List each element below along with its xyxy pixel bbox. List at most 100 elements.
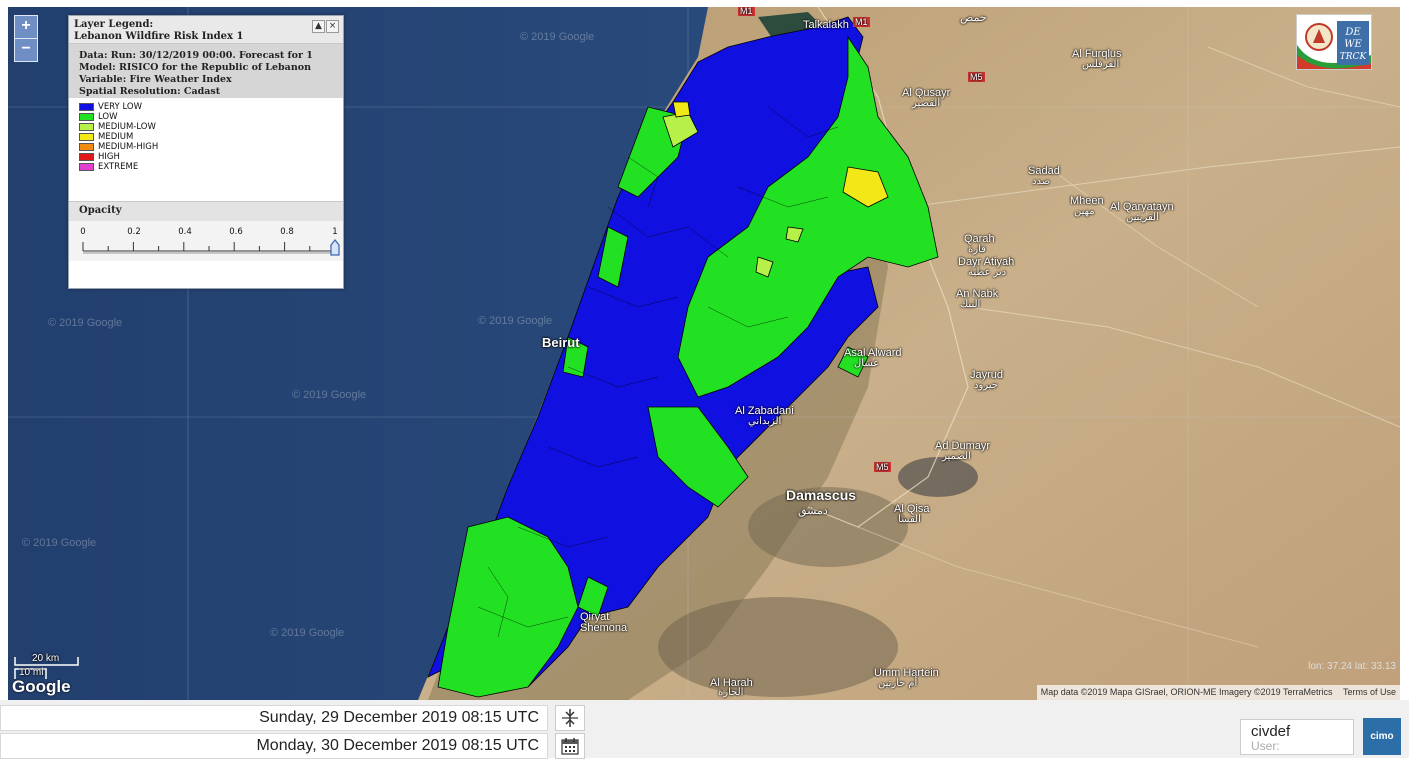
legend-item-label: LOW	[98, 112, 118, 122]
opacity-slider[interactable]	[69, 239, 343, 259]
place-label: الزبداني	[748, 416, 782, 427]
place-label: عسال	[854, 358, 880, 369]
watermark: © 2019 Google	[520, 31, 595, 43]
legend-swatch	[79, 143, 94, 151]
place-label: Mheen	[1070, 195, 1104, 207]
cima-logo: cimo	[1363, 718, 1401, 755]
scale-km: 20 km	[32, 653, 60, 664]
map-canvas[interactable]: © 2019 Google © 2019 Google © 2019 Googl…	[8, 7, 1400, 700]
scale-bar: 20 km 10 mi	[14, 653, 84, 684]
legend-item-label: VERY LOW	[98, 102, 142, 112]
place-label: Al Qisa	[894, 503, 930, 515]
place-label: Qarah	[964, 233, 995, 245]
opacity-tick-label: 0	[80, 227, 86, 237]
watermark: © 2019 Google	[292, 389, 367, 401]
opacity-tick-label: 0.4	[178, 227, 192, 237]
place-label: القصير	[912, 98, 941, 109]
place-label: Al Furqlus	[1072, 48, 1122, 60]
watermark: © 2019 Google	[48, 317, 123, 329]
legend-info-line: Model: RISICO for the Republic of Lebano…	[79, 62, 311, 73]
align-arrows-icon	[562, 709, 578, 727]
logo-text: DE	[1344, 27, 1361, 38]
legend-item-label: MEDIUM-HIGH	[98, 142, 159, 152]
place-label: Al Qusayr	[902, 87, 951, 99]
place-label: الحارة	[718, 687, 744, 698]
legend-swatch	[79, 113, 94, 121]
terms-of-use-link[interactable]: Terms of Use	[1342, 687, 1396, 697]
legend-item-label: MEDIUM	[98, 132, 134, 142]
place-label: النبك	[960, 299, 981, 310]
legend-title-line2: Lebanon Wildfire Risk Index 1	[74, 31, 244, 42]
user-label: User:	[1251, 739, 1280, 753]
road-shield: M1	[853, 17, 870, 27]
legend-item: MEDIUM	[79, 132, 333, 142]
place-label: Damascus	[786, 487, 857, 503]
road-shield: M5	[874, 462, 891, 472]
place-label: Talkalakh	[803, 19, 849, 31]
place-label: قارة	[968, 244, 986, 255]
place-label: جيرود	[974, 380, 998, 391]
place-label: Umm Hartein	[874, 667, 939, 679]
map-attribution: Map data ©2019 Mapa GISrael, ORION-ME Im…	[1036, 685, 1400, 700]
place-label: Sadad	[1028, 165, 1060, 177]
place-label: الفرقلس	[1082, 59, 1120, 70]
opacity-title: Opacity	[69, 201, 343, 221]
place-label: Dayr Atiyah	[958, 256, 1015, 268]
legend-item: EXTREME	[79, 162, 333, 172]
place-label: Al Zabadani	[735, 405, 794, 417]
attribution-text: Map data ©2019 Mapa GISrael, ORION-ME Im…	[1040, 687, 1333, 697]
place-label: الضمير	[942, 451, 971, 462]
zoom-out-button[interactable]: −	[14, 38, 38, 62]
legend-info-line: Spatial Resolution: Cadast	[79, 86, 221, 97]
calendar-button[interactable]	[555, 733, 585, 759]
user-box[interactable]: civdef User:	[1240, 719, 1354, 755]
place-label: Al Qaryatayn	[1110, 201, 1174, 213]
user-name: civdef	[1251, 723, 1291, 740]
logo-text: WE	[1344, 39, 1362, 50]
map-imagery	[8, 7, 1400, 700]
layer-legend-panel: Layer Legend: Lebanon Wildfire Risk Inde…	[68, 15, 344, 289]
legend-minimize-button[interactable]: ▲	[312, 20, 325, 33]
legend-classes: VERY LOW LOW MEDIUM-LOW MEDIUM MEDIUM-HI…	[69, 98, 343, 201]
place-label: Qiryat	[580, 611, 610, 623]
bottom-toolbar: Sunday, 29 December 2019 08:15 UTC Monda…	[0, 700, 1409, 759]
road-shield: M5	[968, 72, 985, 82]
place-label: أم حارتين	[878, 678, 918, 689]
legend-swatch	[79, 123, 94, 131]
logo-text: TRCK	[1340, 52, 1368, 62]
start-date-field[interactable]: Sunday, 29 December 2019 08:15 UTC	[0, 705, 548, 731]
end-date-field[interactable]: Monday, 30 December 2019 08:15 UTC	[0, 733, 548, 759]
legend-item-label: MEDIUM-LOW	[98, 122, 156, 132]
scale-bar-graphic	[14, 657, 79, 679]
place-label: دمشق	[798, 505, 828, 517]
place-label: An Nabk	[956, 288, 999, 300]
place-label: دير عطية	[968, 267, 1007, 278]
watermark: © 2019 Google	[270, 627, 345, 639]
place-label: القريتين	[1126, 212, 1159, 223]
legend-close-button[interactable]: ×	[326, 20, 339, 33]
legend-item: VERY LOW	[79, 102, 333, 112]
watermark: © 2019 Google	[478, 315, 553, 327]
legend-title-line1: Layer Legend:	[74, 19, 154, 30]
opacity-tick-label: 0.6	[229, 227, 243, 237]
legend-item: MEDIUM-LOW	[79, 122, 333, 132]
place-label: Al Harah	[710, 677, 753, 689]
place-label: حمص	[960, 12, 987, 24]
align-time-button[interactable]	[555, 705, 585, 731]
legend-swatch	[79, 133, 94, 141]
legend-info-line: Variable: Fire Weather Index	[79, 74, 232, 85]
place-label: Jayrud	[970, 369, 1004, 381]
opacity-slider-panel: 0 0.2 0.4 0.6 0.8 1	[69, 221, 343, 261]
opacity-slider-thumb[interactable]	[330, 239, 340, 256]
legend-header[interactable]: Layer Legend: Lebanon Wildfire Risk Inde…	[69, 16, 343, 44]
legend-item: LOW	[79, 112, 333, 122]
legend-swatch	[79, 103, 94, 111]
opacity-tick-label: 1	[332, 227, 338, 237]
legend-swatch	[79, 163, 94, 171]
place-label: مهين	[1074, 206, 1095, 217]
place-label: Beirut	[542, 335, 580, 350]
watermark: © 2019 Google	[22, 537, 97, 549]
place-label: Ad Dumayr	[935, 440, 991, 452]
zoom-in-button[interactable]: +	[14, 15, 38, 39]
place-label: Asal Alward	[844, 347, 902, 359]
